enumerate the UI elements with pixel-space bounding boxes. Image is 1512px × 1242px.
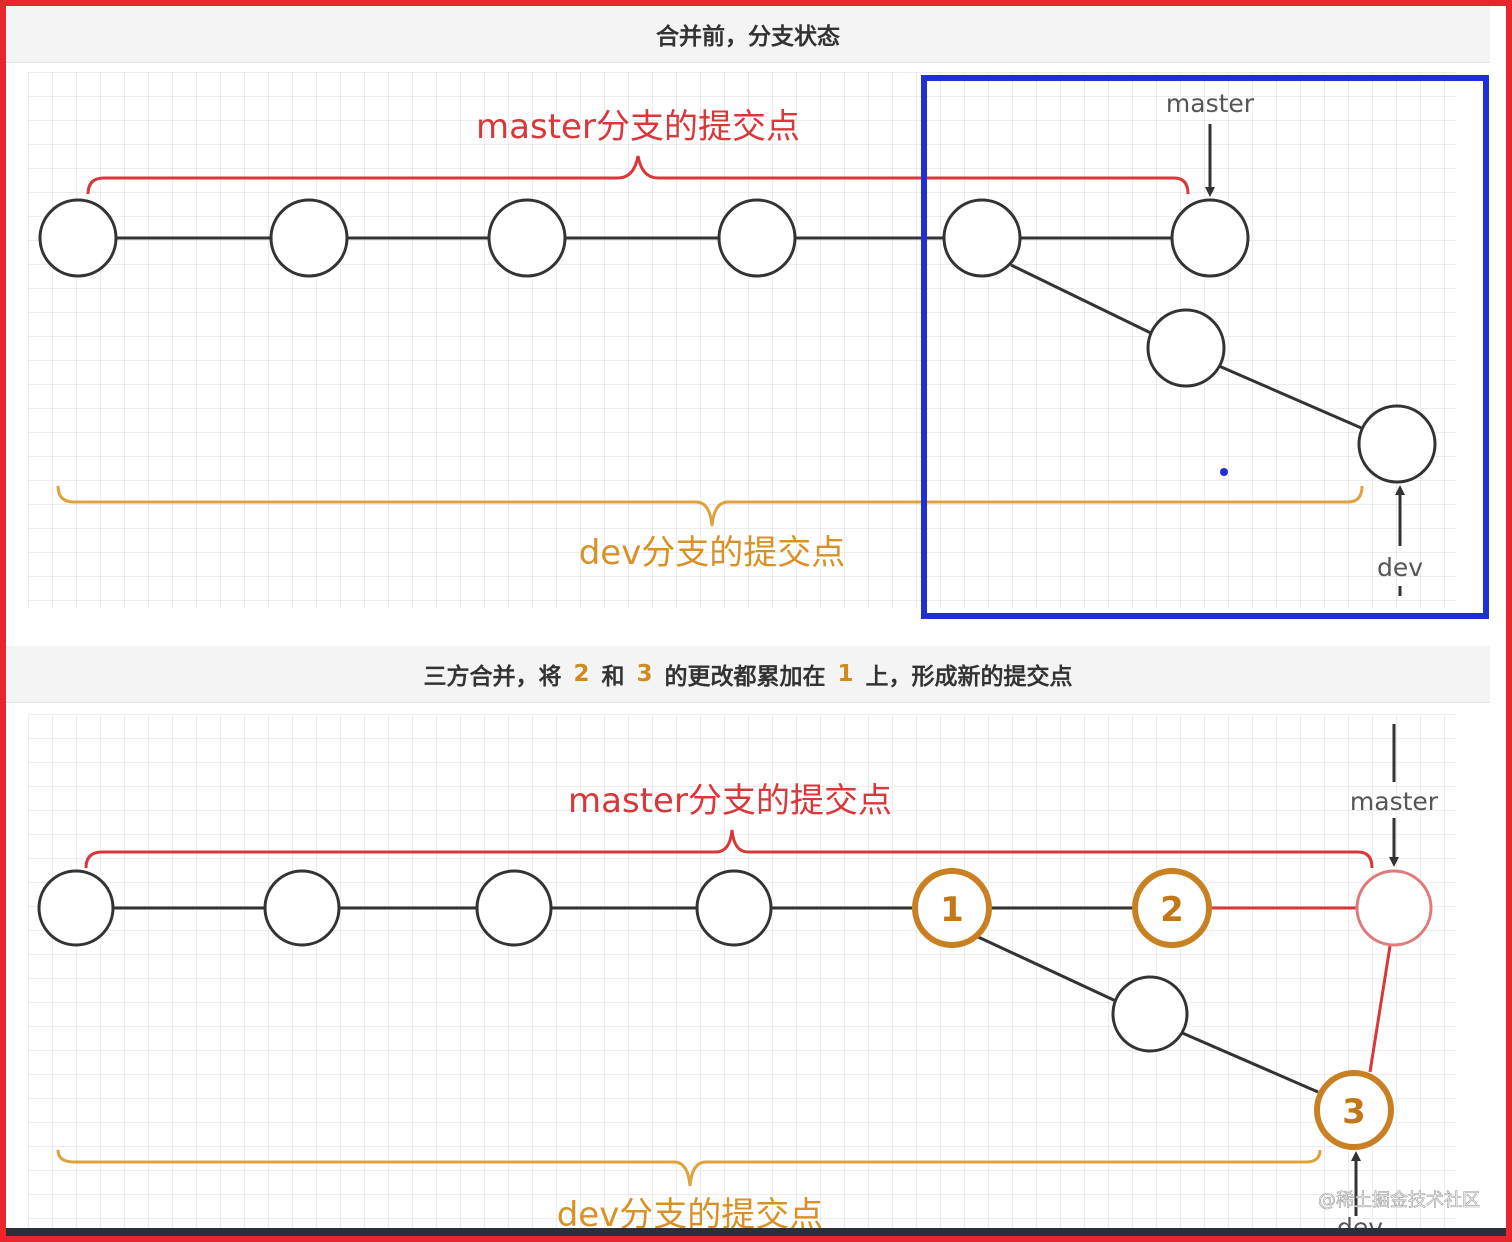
bottom-title-band: 三方合并，将 2 和 3 的更改都累加在 1 上，形成新的提交点 (6, 646, 1490, 703)
bottom-merge-edge (1368, 945, 1392, 1073)
top-commit-node (1357, 404, 1437, 484)
bottom-grid (28, 714, 1456, 1228)
bottom-title-number-2: 2 (573, 661, 590, 687)
top-dev-label: dev分支的提交点 (579, 533, 846, 573)
commit-2-circle (1132, 868, 1212, 948)
top-master-brace (86, 155, 1190, 195)
top-edge (1218, 364, 1367, 432)
merge-commit-node (1355, 869, 1433, 947)
bottom-diagram: master分支的提交点 1 2 (37, 724, 1480, 1236)
top-title-band: 合并前，分支状态 (6, 6, 1490, 63)
bottom-commit-node (37, 869, 115, 947)
commit-3-number: 3 (1342, 1092, 1366, 1132)
bottom-title-part: 和 (601, 664, 625, 690)
top-diagram: master分支的提交点 master dev分支的提交点 (38, 75, 1489, 619)
bottom-title-part: 三方合并，将 (423, 664, 562, 690)
bottom-title-part: 的更改都累加在 (664, 664, 826, 690)
commit-1-circle (912, 868, 992, 948)
top-commit-node (1146, 308, 1226, 388)
bottom-commit-node (475, 869, 553, 947)
commit-1: 1 (912, 868, 992, 948)
top-commit-node (269, 198, 349, 278)
top-commit-node (942, 198, 1022, 278)
diagram-canvas: 合并前，分支状态 三方合并，将 2 和 3 的更改都累加在 1 上，形成新的提交… (6, 6, 1506, 1236)
bottom-commit-node (263, 869, 341, 947)
bottom-commit-node (695, 869, 773, 947)
highlight-box (921, 75, 1489, 619)
bottom-edge (1179, 1030, 1319, 1094)
blue-dot (1220, 468, 1228, 476)
bottom-master-pointer-label: master (1350, 787, 1439, 816)
top-master-label: master分支的提交点 (476, 107, 800, 147)
top-edge (1010, 263, 1158, 338)
bottom-commit-node (1111, 975, 1189, 1053)
bottom-master-brace (84, 829, 1374, 869)
commit-graph-svg: master分支的提交点 master dev分支的提交点 (37, 75, 1489, 1236)
commit-3-circle (1314, 1070, 1394, 1150)
commit-2-number: 2 (1160, 890, 1184, 930)
top-commit-node (717, 198, 797, 278)
commit-1-number: 1 (940, 890, 964, 930)
top-dev-brace (56, 485, 1364, 527)
commit-2: 2 (1132, 868, 1212, 948)
bottom-title-number-1: 1 (837, 661, 854, 687)
commit-3: 3 (1314, 1070, 1394, 1150)
bottom-edge (975, 934, 1119, 1004)
bottom-dev-brace (56, 1149, 1322, 1187)
top-title: 合并前，分支状态 (656, 24, 840, 50)
bottom-title-number-3: 3 (636, 661, 653, 687)
top-commit-node (487, 198, 567, 278)
top-commit-node (1170, 198, 1250, 278)
top-commit-node (38, 198, 118, 278)
top-dev-pointer-label: dev (1377, 553, 1423, 582)
bottom-title-part: 上，形成新的提交点 (865, 664, 1073, 690)
watermark: @稀土掘金技术社区 (1318, 1190, 1480, 1211)
bottom-master-label: master分支的提交点 (568, 781, 892, 821)
bottom-bar (6, 1228, 1506, 1236)
top-master-pointer-label: master (1166, 89, 1255, 118)
